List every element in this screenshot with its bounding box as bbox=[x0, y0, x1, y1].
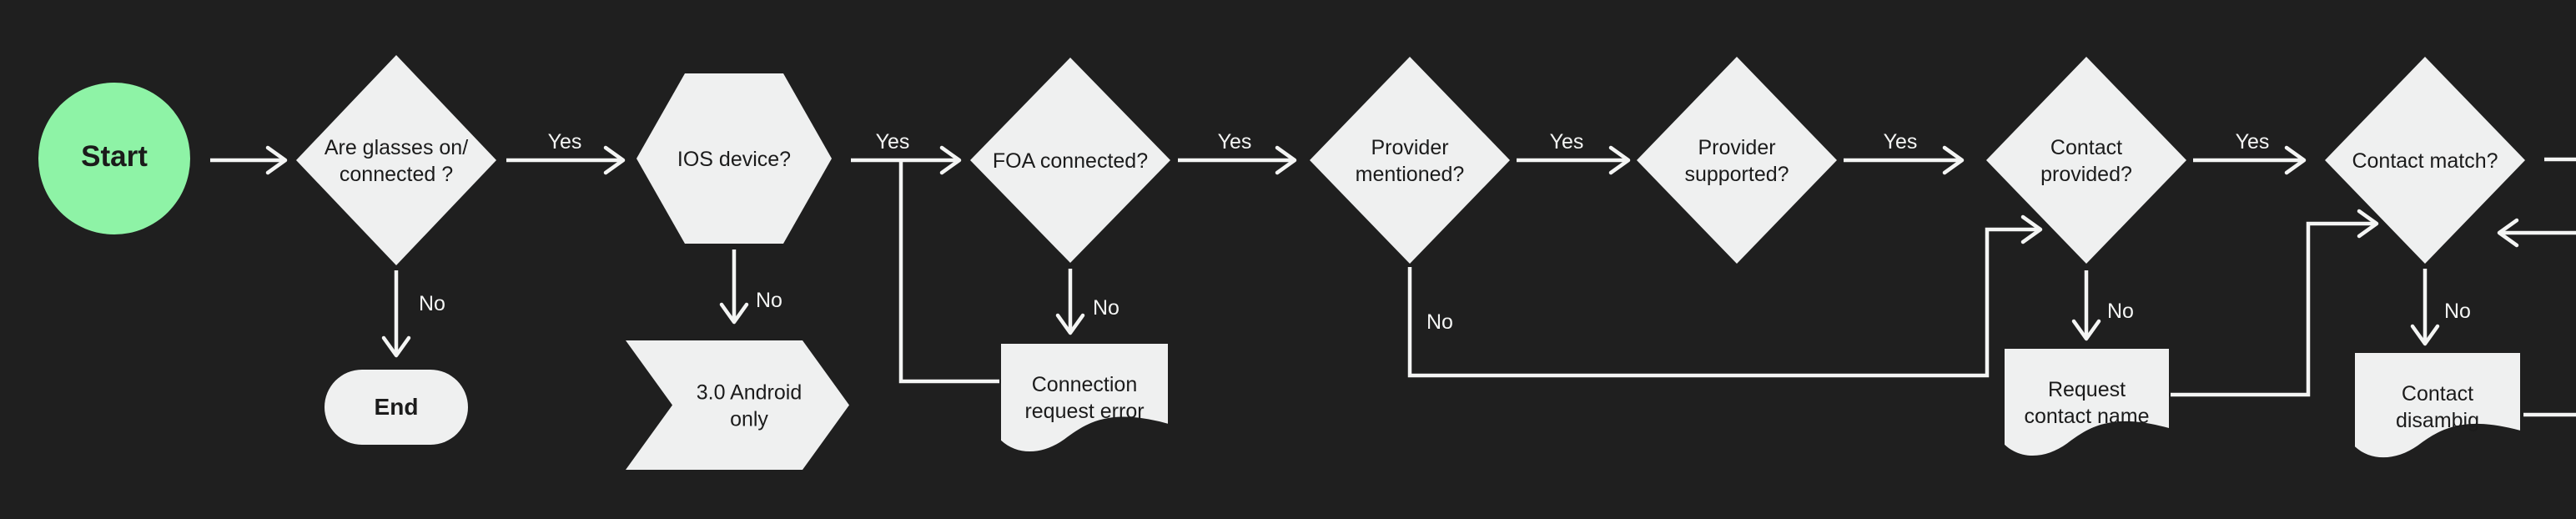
node-label-glasses-connected: connected ? bbox=[340, 163, 453, 186]
edge-connection-error-retry-loop bbox=[898, 162, 999, 384]
edge-contact-provided-no: No bbox=[2071, 270, 2134, 341]
edge-label-glasses-yes-to-ios: Yes bbox=[548, 130, 582, 154]
edge-foa-yes-to-provider-mentioned: Yes bbox=[1178, 130, 1297, 175]
node-label-android-only: 3.0 Android bbox=[697, 381, 802, 405]
node-label-contact-match: Contact match? bbox=[2352, 149, 2498, 173]
node-label-ios-device: IOS device? bbox=[677, 148, 791, 171]
edge-label-contact-provided-no: No bbox=[2107, 300, 2134, 323]
node-provider-mentioned: Provider mentioned? bbox=[1310, 57, 1510, 264]
edge-glasses-no-to-end: No bbox=[381, 270, 445, 358]
node-label-connection-error: request error bbox=[1024, 400, 1144, 423]
node-contact-provided: Contact provided? bbox=[1986, 57, 2186, 264]
node-connection-error: Connection request error bbox=[1001, 344, 1168, 452]
arrowhead-incoming-from-offscreen bbox=[2497, 218, 2519, 248]
node-shape-contact-provided bbox=[1986, 57, 2186, 264]
edge-ios-no-to-android: No bbox=[719, 249, 782, 325]
node-start: Start bbox=[38, 83, 190, 234]
edge-contact-provided-yes: Yes bbox=[2193, 130, 2307, 175]
edge-label-contact-match-no: No bbox=[2444, 300, 2471, 323]
node-label-contact-provided: provided? bbox=[2040, 163, 2132, 186]
node-request-contact-name: Request contact name bbox=[2005, 349, 2169, 456]
node-shape-provider-mentioned bbox=[1310, 57, 1510, 264]
node-label-contact-provided: Contact bbox=[2050, 136, 2122, 159]
node-label-contact-disambig: disambig bbox=[2396, 409, 2479, 432]
edge-contact-match-no: No bbox=[2410, 269, 2471, 346]
edge-incoming-from-offscreen bbox=[2497, 218, 2576, 248]
node-shape-end bbox=[325, 370, 468, 445]
arrowhead-request-contact-loop bbox=[2357, 209, 2379, 239]
node-shape-ios-device bbox=[636, 73, 832, 244]
edge-provider-supported-yes: Yes bbox=[1844, 130, 1965, 175]
node-label-request-contact-name: contact name bbox=[2024, 405, 2149, 428]
node-shape-android-only bbox=[626, 340, 849, 470]
node-label-provider-supported: supported? bbox=[1684, 163, 1789, 186]
node-contact-disambig: Contact disambig bbox=[2355, 353, 2520, 458]
edge-label-ios-yes-to-foa: Yes bbox=[876, 130, 910, 154]
node-label-foa-connected: FOA connected? bbox=[993, 149, 1148, 173]
arrowhead-contact-provided-yes bbox=[2284, 145, 2307, 175]
arrowhead-contact-match-no bbox=[2410, 324, 2440, 346]
edge-glasses-yes-to-ios: Yes bbox=[506, 130, 626, 175]
edge-line-provider-mentioned-no-to-contact-provided bbox=[1407, 227, 2040, 378]
edge-provider-mentioned-yes: Yes bbox=[1517, 130, 1631, 175]
arrowhead-start-to-glasses bbox=[265, 145, 288, 175]
node-label-request-contact-name: Request bbox=[2048, 378, 2126, 401]
node-label-end: End bbox=[375, 394, 419, 420]
node-end: End bbox=[325, 370, 468, 445]
node-shape-request-contact-name bbox=[2005, 349, 2169, 456]
node-shape-connection-error bbox=[1001, 344, 1168, 452]
node-provider-supported: Provider supported? bbox=[1637, 57, 1837, 264]
arrowhead-provider-supported-yes bbox=[1942, 145, 1965, 175]
node-label-glasses-connected: Are glasses on/ bbox=[325, 136, 468, 159]
edge-label-foa-no-to-connection-error: No bbox=[1093, 296, 1119, 320]
arrowhead-foa-no-to-connection-error bbox=[1055, 313, 1085, 335]
arrowhead-glasses-no-to-end bbox=[381, 335, 411, 358]
edge-label-foa-yes-to-provider-mentioned: Yes bbox=[1218, 130, 1252, 154]
arrowhead-ios-no-to-android bbox=[719, 302, 749, 325]
edge-label-provider-mentioned-yes: Yes bbox=[1550, 130, 1584, 154]
node-label-provider-supported: Provider bbox=[1698, 136, 1775, 159]
node-shape-start bbox=[38, 83, 190, 234]
edge-ios-yes-to-foa: Yes bbox=[851, 130, 962, 175]
node-shape-contact-match bbox=[2325, 57, 2525, 264]
edge-start-to-glasses bbox=[210, 145, 288, 175]
edge-request-contact-loop bbox=[2171, 209, 2379, 397]
edge-label-contact-provided-yes: Yes bbox=[2236, 130, 2270, 154]
node-shape-provider-supported bbox=[1637, 57, 1837, 264]
node-shape-contact-disambig bbox=[2355, 353, 2520, 458]
edge-label-provider-mentioned-no-to-contact-provided: No bbox=[1426, 310, 1453, 334]
edge-provider-mentioned-no-to-contact-provided: No bbox=[1407, 214, 2043, 378]
arrowhead-glasses-yes-to-ios bbox=[603, 145, 626, 175]
edge-line-connection-error-retry-loop bbox=[898, 162, 999, 384]
arrowhead-foa-yes-to-provider-mentioned bbox=[1275, 145, 1297, 175]
edge-foa-no-to-connection-error: No bbox=[1055, 269, 1119, 335]
node-shape-foa-connected bbox=[970, 58, 1170, 263]
node-label-connection-error: Connection bbox=[1032, 373, 1137, 396]
edge-line-request-contact-loop bbox=[2171, 221, 2377, 397]
node-label-contact-disambig: Contact bbox=[2402, 382, 2473, 406]
node-label-provider-mentioned: Provider bbox=[1371, 136, 1448, 159]
node-shape-glasses-connected bbox=[296, 55, 496, 265]
node-ios-device: IOS device? bbox=[636, 73, 832, 244]
arrowhead-provider-mentioned-yes bbox=[1608, 145, 1631, 175]
node-label-provider-mentioned: mentioned? bbox=[1356, 163, 1465, 186]
node-contact-match: Contact match? bbox=[2325, 57, 2525, 264]
edge-label-ios-no-to-android: No bbox=[756, 289, 782, 312]
edge-label-glasses-no-to-end: No bbox=[419, 292, 445, 315]
node-android-only: 3.0 Android only bbox=[626, 340, 849, 470]
arrowhead-provider-mentioned-no-to-contact-provided bbox=[2020, 214, 2043, 244]
arrowhead-ios-yes-to-foa bbox=[939, 145, 962, 175]
node-label-start: Start bbox=[81, 140, 148, 173]
node-label-android-only: only bbox=[730, 408, 768, 431]
arrowhead-contact-provided-no bbox=[2071, 319, 2101, 341]
edge-label-provider-supported-yes: Yes bbox=[1884, 130, 1918, 154]
node-foa-connected: FOA connected? bbox=[970, 58, 1170, 263]
node-glasses-connected: Are glasses on/connected ? bbox=[296, 55, 496, 265]
